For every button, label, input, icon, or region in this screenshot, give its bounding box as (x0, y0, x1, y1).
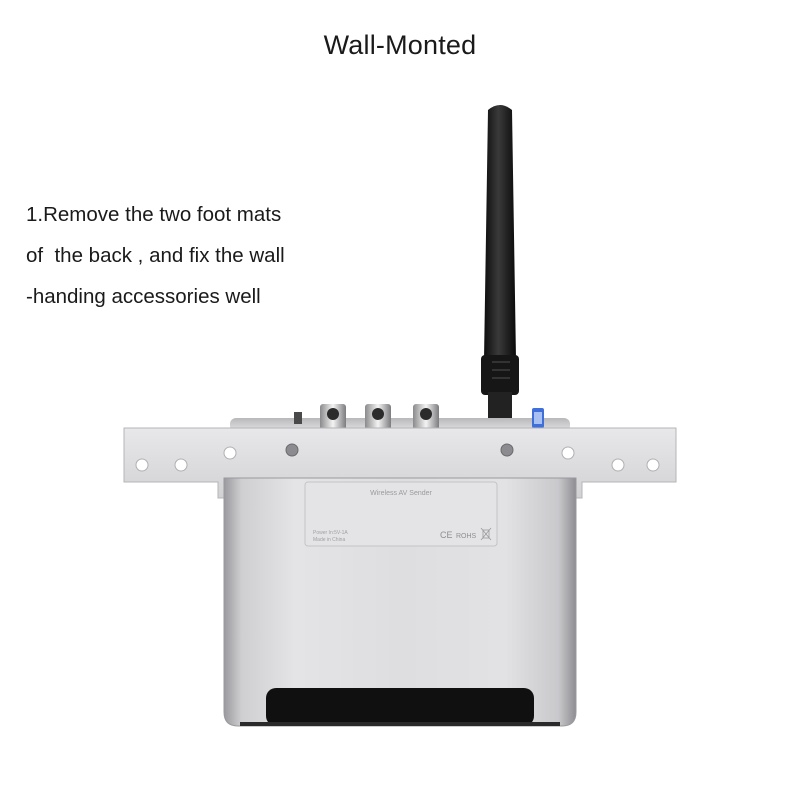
instruction-line-3: -handing accessories well (26, 285, 261, 308)
rca-jack-3 (413, 404, 439, 430)
ce-mark: CE (440, 530, 453, 540)
rca-jack-1 (320, 404, 346, 430)
instruction-line-1: 1.Remove the two foot mats (26, 203, 282, 226)
antenna (481, 105, 519, 426)
instruction-text: 1.Remove the two foot mats of the back ,… (26, 194, 366, 317)
rca-jack-2 (365, 404, 391, 430)
recycle-bin-icon (480, 527, 492, 541)
device-label-title: Wireless AV Sender (370, 490, 432, 497)
device-body: Wireless AV Sender Power In:5V-1A Made i… (223, 477, 577, 727)
device-label-power: Power In:5V-1A (313, 530, 348, 536)
instruction-line-2: of the back , and fix the wall (26, 244, 285, 267)
rohs-mark: ROHS (456, 533, 477, 540)
device-label-made: Made in China (313, 537, 345, 543)
page-title: Wall-Monted (323, 30, 477, 60)
